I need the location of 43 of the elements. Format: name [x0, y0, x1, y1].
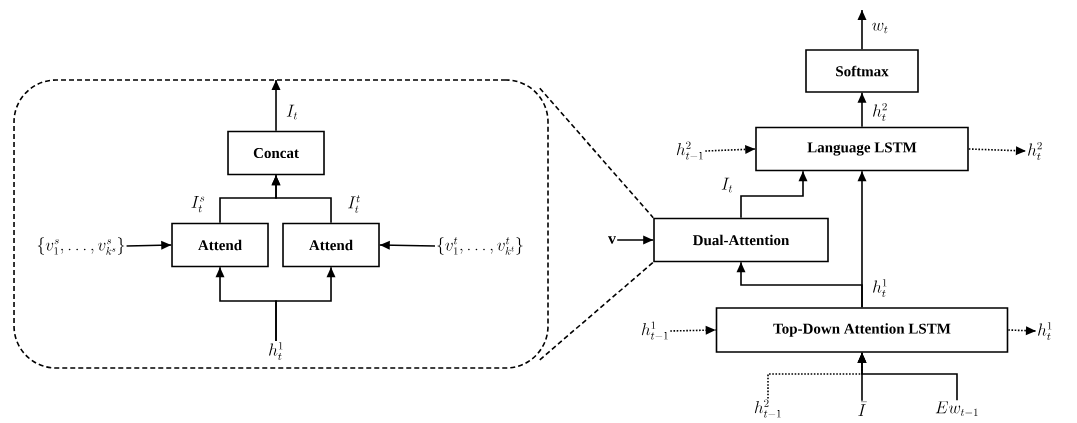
variable-label: $h^2_{t-1}$ — [676, 141, 703, 160]
arrow — [857, 9, 867, 50]
variable-label: $\bar{I}$ — [858, 401, 867, 416]
arrow — [379, 240, 436, 250]
edge-label: $I^s_t$ — [191, 195, 205, 213]
arrow — [275, 266, 336, 342]
edge-label: $I_t$ — [286, 104, 298, 120]
dashed-region — [13, 79, 549, 369]
arrow — [736, 261, 863, 308]
edge-label: $h^2_t$ — [873, 102, 887, 121]
process-box: Dual-Attention — [653, 217, 829, 263]
arrow — [271, 79, 281, 132]
arrow — [857, 352, 958, 401]
variable-label: $\{v^s_1,\ldots,v^s_{k^s}\}$ — [37, 237, 125, 255]
arrow — [125, 240, 172, 250]
process-box: Attend — [282, 222, 380, 268]
edge-label: $w_t$ — [872, 22, 888, 34]
variable-label: $h^1_t$ — [1038, 321, 1052, 340]
arrow — [857, 92, 867, 128]
arrow — [616, 235, 654, 245]
process-box: Language LSTM — [755, 126, 969, 172]
connector-line — [539, 87, 654, 219]
edge-label: $I^t_t$ — [348, 195, 360, 213]
variable-label: $h^2_t$ — [1028, 141, 1042, 160]
variable-label: $h^1_t$ — [269, 341, 283, 360]
process-box: Top-Down Attention LSTM — [715, 307, 1009, 353]
connector-line — [539, 261, 654, 361]
variable-label: $h^1_{t-1}$ — [641, 321, 668, 340]
variable-label: $Ew_{t-1}$ — [935, 401, 978, 416]
arrow — [669, 325, 717, 335]
arrow — [968, 146, 1027, 156]
arrow — [271, 174, 332, 224]
arrow — [1007, 326, 1037, 336]
process-box: Concat — [227, 130, 325, 176]
arrow — [740, 170, 808, 219]
process-box: Softmax — [805, 49, 919, 93]
process-box: Attend — [171, 222, 269, 268]
arrow — [704, 144, 756, 154]
variable-label: $\mathbf{v}$ — [608, 236, 616, 244]
variable-label: $\{v^t_1,\ldots,v^t_{k^t}\}$ — [437, 237, 523, 255]
variable-label: $h^2_{t-1}$ — [754, 399, 781, 418]
edge-label: $h^1_t$ — [873, 278, 887, 297]
edge-label: $I_t$ — [721, 177, 733, 193]
